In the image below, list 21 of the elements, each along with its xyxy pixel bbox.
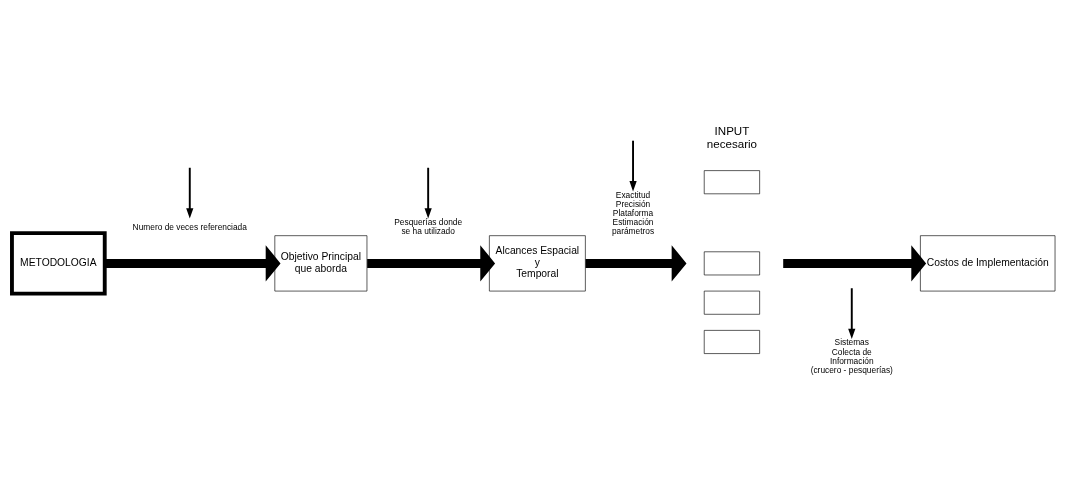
node-text: Numero de veces referenciada <box>132 221 247 231</box>
arrow <box>783 244 927 282</box>
arrow <box>367 244 496 282</box>
node-box: Alcances Espacial y Temporal <box>489 234 586 291</box>
arrow <box>585 244 687 282</box>
arrow <box>629 139 637 191</box>
node-text: Sistemas Colecta de Información (crucero - pesquerías) <box>810 336 893 375</box>
node-box <box>703 290 760 315</box>
node-box <box>703 329 760 354</box>
arrow <box>104 244 281 282</box>
arrow <box>424 166 432 219</box>
node-box <box>703 169 760 194</box>
arrow <box>186 166 194 219</box>
node-box: Objetivo Principal que aborda <box>274 234 368 291</box>
node-text: Exactitud Precisión Plataforma Estimación parámetros <box>611 189 655 236</box>
node-text: Pesquerías donde se ha utilizado <box>394 216 463 236</box>
node-box: Costos de Implementación <box>920 234 1056 291</box>
label: INPUT necesario <box>706 124 758 150</box>
arrow <box>848 286 856 339</box>
node-box <box>703 250 760 275</box>
node-box: METODOLOGIA <box>10 230 107 296</box>
